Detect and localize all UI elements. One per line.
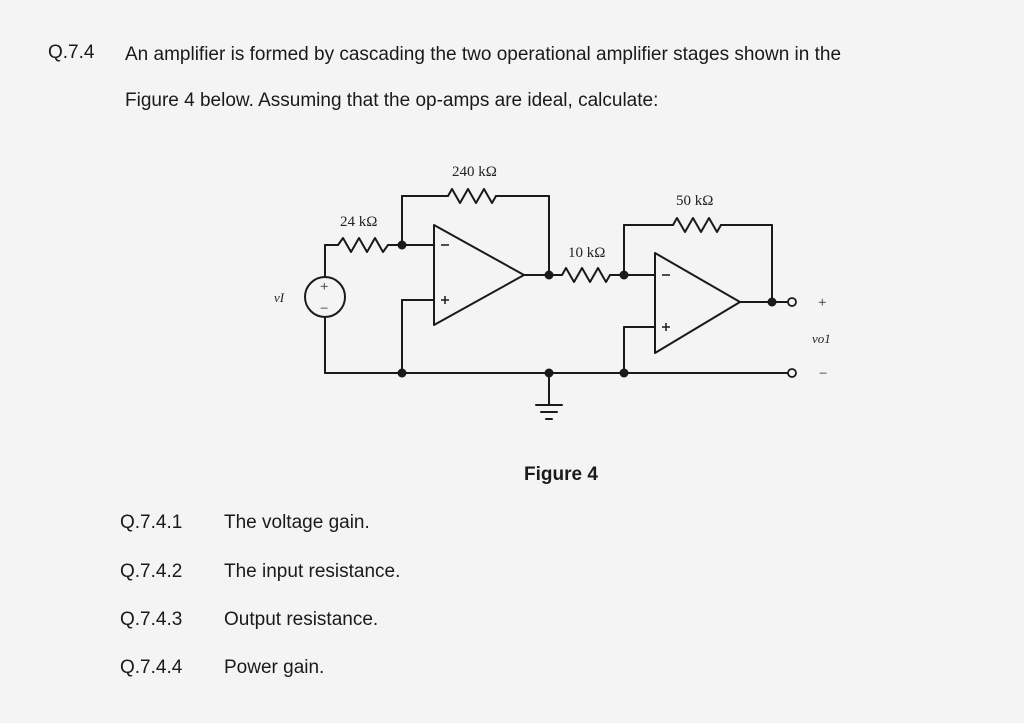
question-text-line1: An amplifier is formed by cascading the … xyxy=(125,44,842,65)
output-terminal-negative xyxy=(787,368,797,378)
resistor-24k xyxy=(337,237,389,253)
source-plus-sign: + xyxy=(320,279,328,295)
subquestion-item: Q.7.4.3 Output resistance. xyxy=(120,609,378,631)
subquestion-text: The voltage gain. xyxy=(224,512,370,533)
subquestion-text: Output resistance. xyxy=(224,609,379,630)
junction-dot xyxy=(397,240,407,250)
label-10k: 10 kΩ xyxy=(568,245,605,261)
subquestion-item: Q.7.4.1 The voltage gain. xyxy=(120,512,370,534)
resistor-240k xyxy=(447,188,497,204)
resistor-50k xyxy=(672,217,722,233)
figure-caption: Figure 4 xyxy=(524,464,598,485)
question-number: Q.7.4 xyxy=(48,42,95,63)
output-terminal-positive xyxy=(787,297,797,307)
label-24k: 24 kΩ xyxy=(340,214,377,230)
subquestion-text: Power gain. xyxy=(224,657,325,678)
output-plus-sign: + xyxy=(818,295,826,311)
source-minus-sign: − xyxy=(320,301,328,317)
label-240k: 240 kΩ xyxy=(452,164,497,180)
junction-dot xyxy=(619,270,629,280)
junction-dot xyxy=(397,368,407,378)
question-text-line2: Figure 4 below. Assuming that the op-amp… xyxy=(125,90,659,111)
op-amp-2 xyxy=(654,252,741,354)
subquestion-number: Q.7.4.3 xyxy=(120,609,183,630)
subquestion-number: Q.7.4.4 xyxy=(120,657,183,678)
label-vout: vo1 xyxy=(812,331,831,346)
output-minus-sign: − xyxy=(819,366,827,382)
resistor-10k xyxy=(561,267,611,283)
subquestion-number: Q.7.4.2 xyxy=(120,561,183,582)
junction-dot xyxy=(544,368,554,378)
junction-dot xyxy=(767,297,777,307)
subquestion-number: Q.7.4.1 xyxy=(120,512,183,533)
subquestion-item: Q.7.4.2 The input resistance. xyxy=(120,561,400,583)
op-amp-1 xyxy=(433,224,525,326)
junction-dot xyxy=(619,368,629,378)
label-50k: 50 kΩ xyxy=(676,193,713,209)
subquestion-item: Q.7.4.4 Power gain. xyxy=(120,657,324,679)
subquestion-text: The input resistance. xyxy=(224,561,401,582)
junction-dot xyxy=(544,270,554,280)
label-vin: vI xyxy=(274,290,285,305)
